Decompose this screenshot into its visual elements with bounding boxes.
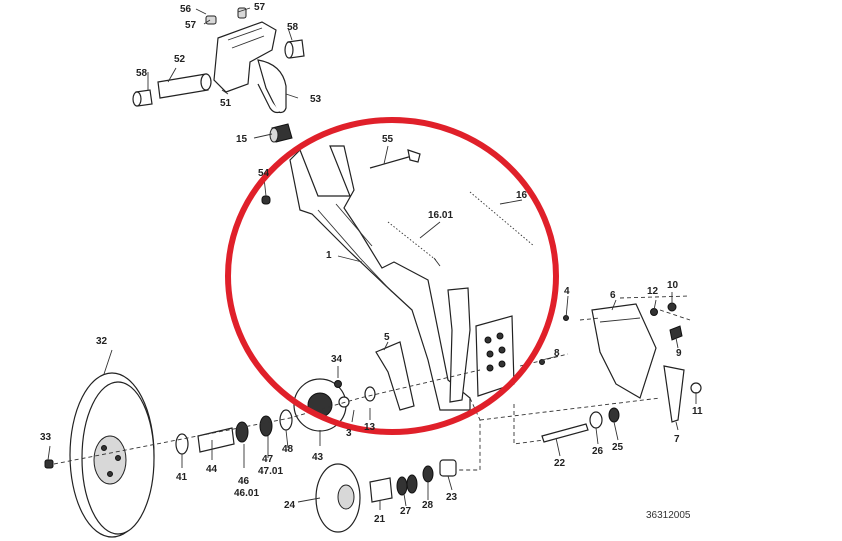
callout-3: 3 [346, 428, 352, 439]
callout-6: 6 [610, 290, 616, 301]
callout-25: 25 [612, 442, 624, 453]
callout-52: 52 [174, 54, 186, 65]
callout-44: 44 [206, 464, 218, 475]
callout-56: 56 [180, 4, 192, 15]
callout-5: 5 [384, 332, 390, 343]
lower-parts [315, 302, 702, 533]
disc-32 [69, 372, 155, 538]
callout-16-01: 16.01 [428, 210, 453, 221]
callout-12: 12 [647, 286, 659, 297]
leader-lines [47, 7, 697, 510]
callout-34: 34 [331, 354, 343, 365]
drawing-reference-number: 36312005 [646, 510, 691, 521]
callout-labels: 56 57 57 58 58 52 51 53 15 55 54 16 16.0… [40, 2, 703, 525]
callout-11: 11 [692, 406, 703, 417]
top-bracket-assembly [132, 7, 305, 143]
callout-7: 7 [674, 434, 680, 445]
callout-58a: 58 [287, 22, 299, 33]
callout-26: 26 [592, 446, 604, 457]
highlight-circle [225, 117, 559, 435]
callout-24: 24 [284, 500, 296, 511]
scraper-blade-5 [375, 341, 415, 411]
callout-54: 54 [258, 168, 270, 179]
callout-27: 27 [400, 506, 412, 517]
callout-58b: 58 [136, 68, 148, 79]
callout-57a: 57 [185, 20, 197, 31]
callout-47: 47 [262, 454, 274, 465]
callout-4: 4 [564, 286, 570, 297]
callout-46: 46 [238, 476, 250, 487]
callout-1: 1 [326, 250, 332, 261]
callout-47-01: 47.01 [258, 466, 283, 477]
callout-55: 55 [382, 134, 394, 145]
callout-51: 51 [220, 98, 232, 109]
callout-13: 13 [364, 422, 376, 433]
callout-41: 41 [176, 472, 188, 483]
callout-48: 48 [282, 444, 294, 455]
callout-23: 23 [446, 492, 458, 503]
bolt-55 [369, 149, 421, 169]
callout-28: 28 [422, 500, 434, 511]
callout-53: 53 [310, 94, 322, 105]
callout-9: 9 [676, 348, 682, 359]
callout-22: 22 [554, 458, 566, 469]
callout-8: 8 [554, 348, 560, 359]
callout-15: 15 [236, 134, 248, 145]
callout-46-01: 46.01 [234, 488, 259, 499]
callout-10: 10 [667, 280, 679, 291]
callout-43: 43 [312, 452, 324, 463]
callout-16: 16 [516, 190, 528, 201]
blade-7 [663, 365, 685, 423]
shield-6 [591, 303, 657, 399]
callout-33: 33 [40, 432, 52, 443]
callout-57b: 57 [254, 2, 266, 13]
callout-21: 21 [374, 514, 386, 525]
callout-32: 32 [96, 336, 108, 347]
spring-16-01 [387, 221, 441, 267]
